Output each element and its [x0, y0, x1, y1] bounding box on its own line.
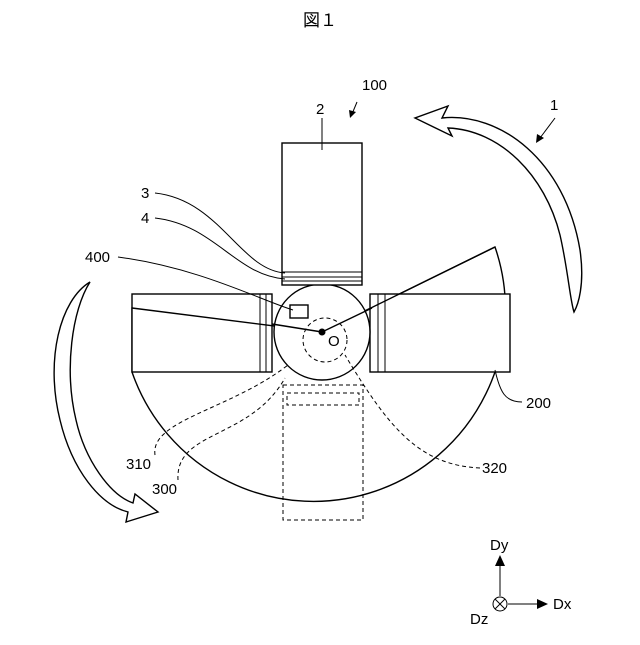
part-400-box	[290, 305, 308, 318]
label-center-o: O	[328, 333, 340, 350]
label-device-1: 1	[550, 97, 558, 114]
axes-indicator: Dy Dx Dz	[470, 537, 572, 628]
label-part-2: 2	[316, 101, 324, 118]
label-part-320: 320	[482, 460, 507, 477]
axis-label-dx: Dx	[553, 596, 572, 613]
axis-label-dz: Dz	[470, 611, 488, 628]
label-part-400: 400	[85, 249, 110, 266]
left-arm	[132, 294, 272, 372]
arrow-up-icon	[495, 555, 505, 566]
label-assembly-100: 100	[362, 77, 387, 94]
arrow-right-icon	[537, 599, 548, 609]
label-part-4: 4	[141, 210, 149, 227]
figure-title: 図１	[303, 11, 337, 30]
label-part-3: 3	[141, 185, 149, 202]
axis-label-dy: Dy	[490, 537, 509, 554]
column-part-2	[282, 143, 362, 285]
label-part-310: 310	[126, 456, 151, 473]
right-arm	[370, 294, 510, 372]
label-part-300: 300	[152, 481, 177, 498]
label-part-200: 200	[526, 395, 551, 412]
center-point	[319, 329, 326, 336]
